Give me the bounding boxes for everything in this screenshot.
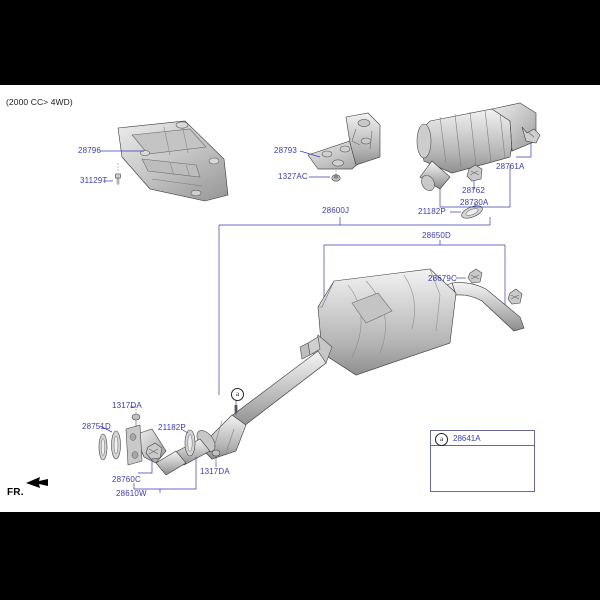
part-label-heat-shield-bolt: 31129T [80,176,108,185]
part-label-converter-gasket: 21182P [158,423,186,432]
heat-shield-bolt-art [115,163,121,185]
converter-bolt-lower-art [211,449,221,463]
hanger-bracket-art [307,112,381,170]
tail-pipe-hanger-art [521,126,541,144]
part-label-rear-muffler-gasket: 21182P [418,207,446,216]
part-label-center-muffler-assembly: 28650D [422,231,451,240]
part-label-front-pipe-bolt-upper: 1317DA [112,401,142,410]
part-label-front-pipe-assembly: 28610W [116,489,147,498]
front-pipe-hanger-art [145,442,163,460]
parts-diagram-canvas: (2000 CC> 4WD) [0,85,600,512]
rear-muffler-gasket-art [461,205,483,219]
part-label-bracket-nut: 1327AC [278,172,308,181]
muffler-hanger-rubber-art [466,164,483,182]
callout-marker-a-inset: a [435,433,448,446]
center-pipe-hanger-art [467,268,483,284]
variant-note: (2000 CC> 4WD) [6,97,73,107]
part-label-rear-muffler-assembly: 28730A [460,198,489,207]
part-label-exhaust-clamp: 28641A [453,434,481,443]
detail-inset-header: a 28641A [431,431,534,446]
part-label-tail-pipe-hanger: 28761A [496,162,525,171]
center-muffler-art [229,268,525,430]
part-label-muffler-hanger-rubber: 28762 [462,186,485,195]
bracket-nut-art [331,170,341,182]
detail-inset-box: a 28641A [430,430,535,492]
rear-tail-hanger-art [507,288,523,305]
part-label-front-pipe-hanger: 28760C [112,475,141,484]
part-label-exhaust-system-complete: 28600J [322,206,350,215]
front-direction-arrow-icon [26,477,48,488]
part-label-front-pipe-gasket: 28751D [82,422,111,431]
orientation-label: FR. [7,487,24,498]
part-label-center-pipe-hanger: 28679C [428,274,457,283]
part-label-heat-shield: 28796 [78,146,101,155]
front-pipe-bolt-upper-art [131,409,141,427]
heat-shield-art [117,120,229,202]
part-label-hanger-bracket: 28793 [274,146,297,155]
callout-marker-a-main: a [231,388,244,401]
part-label-converter-bolt-lower: 1317DA [200,467,230,476]
